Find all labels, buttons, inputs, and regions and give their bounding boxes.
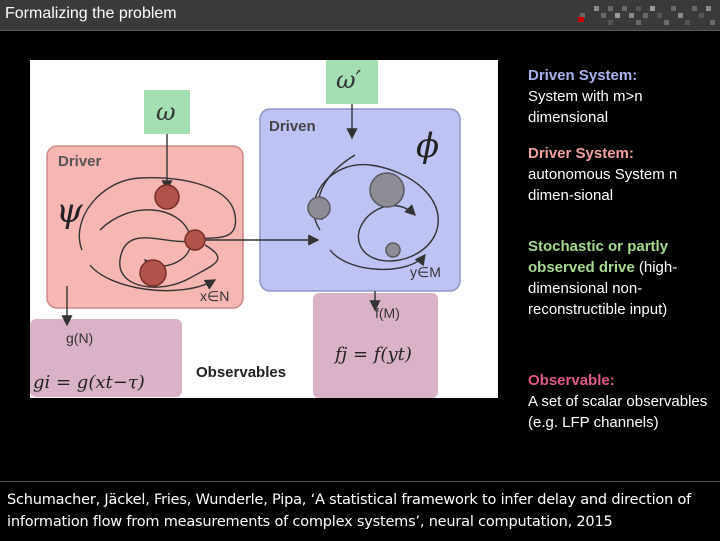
driver-system-description: Driver System: autonomous System n dimen… <box>528 143 718 206</box>
driver-label: Driver <box>58 153 102 170</box>
driver-system-heading: Driver System: <box>528 143 718 164</box>
driven-system-heading: Driven System: <box>528 65 718 86</box>
driver-node <box>185 230 205 250</box>
observables-label: Observables <box>196 364 286 381</box>
f-m-label: f(M) <box>375 305 400 321</box>
citation-text: Schumacher, Jäckel, Fries, Wunderle, Pip… <box>7 489 717 533</box>
g-n-label: g(N) <box>66 330 93 346</box>
driven-node <box>386 243 400 257</box>
slide-title: Formalizing the problem <box>5 5 177 23</box>
driven-system-description: Driven System: System with m>n dimension… <box>528 65 718 128</box>
omega-prime-symbol: ω′ <box>336 66 362 94</box>
phi-symbol: ϕ <box>416 126 439 166</box>
footer: Schumacher, Jäckel, Fries, Wunderle, Pip… <box>0 481 720 541</box>
red-accent-square <box>578 17 584 22</box>
driven-system-text: System with m>n dimensional <box>528 86 718 128</box>
x-in-n-label: x∈N <box>200 288 229 304</box>
psi-symbol: ψ <box>56 191 83 231</box>
observable-heading: Observable: <box>528 370 718 391</box>
driver-node <box>155 185 179 209</box>
driven-node <box>370 173 404 207</box>
stochastic-drive-description: Stochastic or partly observed drive (hig… <box>528 236 718 320</box>
observable-text: A set of scalar observables (e.g. LFP ch… <box>528 391 718 433</box>
driver-node <box>140 260 166 286</box>
observable-description: Observable: A set of scalar observables … <box>528 370 718 433</box>
driven-node <box>308 197 330 219</box>
decorative-grid-pattern <box>578 1 718 28</box>
driven-label: Driven <box>269 118 316 135</box>
y-in-m-label: y∈M <box>410 264 441 280</box>
diagram-canvas: Driven ϕ y∈M Driver ψ x∈N ω ω′ g(N) gi =… <box>30 60 498 398</box>
omega-symbol: ω <box>156 98 176 126</box>
g-equation: gi = g(xt−τ) <box>33 372 145 393</box>
f-equation: fj = f(yt) <box>333 344 412 365</box>
title-bar: Formalizing the problem <box>0 0 720 31</box>
driver-system-text: autonomous System n dimen-sional <box>528 164 718 206</box>
system-diagram: Driven ϕ y∈M Driver ψ x∈N ω ω′ g(N) gi =… <box>30 60 498 398</box>
